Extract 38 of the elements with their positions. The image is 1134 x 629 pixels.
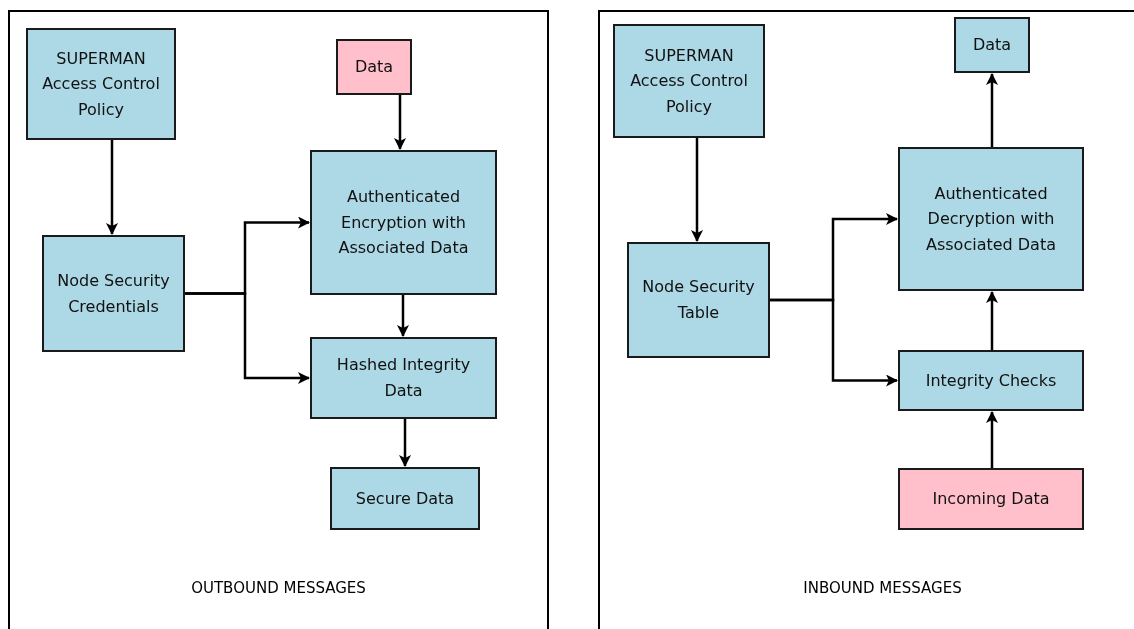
process-box bbox=[336, 39, 412, 95]
arrow bbox=[106, 140, 118, 235]
panel-title: INBOUND MESSAGES bbox=[802, 579, 963, 597]
process-box bbox=[310, 337, 497, 419]
process-box bbox=[627, 242, 770, 358]
box-label: Node Security Credentials bbox=[56, 269, 171, 318]
process-box bbox=[26, 28, 176, 140]
box-label: Data bbox=[354, 56, 394, 79]
box-label: Data bbox=[972, 34, 1012, 57]
box-label: SUPERMAN Access Control Policy bbox=[629, 44, 749, 118]
arrow bbox=[986, 291, 998, 350]
process-box bbox=[954, 17, 1030, 73]
process-box bbox=[310, 150, 497, 295]
box-label: Node Security Table bbox=[641, 276, 756, 324]
panel-frame bbox=[598, 10, 1134, 629]
arrow bbox=[185, 292, 310, 384]
process-box bbox=[330, 467, 480, 530]
arrow bbox=[986, 411, 998, 468]
process-box bbox=[898, 147, 1084, 291]
box-label: Authenticated Decryption with Associated Data bbox=[925, 182, 1057, 256]
process-box bbox=[898, 468, 1084, 530]
process-box bbox=[898, 350, 1084, 411]
process-box bbox=[613, 24, 765, 138]
box-label: Incoming Data bbox=[932, 488, 1050, 511]
arrow bbox=[394, 95, 406, 150]
arrow bbox=[691, 138, 703, 242]
box-label: SUPERMAN Access Control Policy bbox=[41, 47, 161, 121]
box-label: Authenticated Encryption with Associated Data bbox=[337, 186, 470, 260]
arrow bbox=[986, 73, 998, 147]
arrow bbox=[770, 298, 898, 387]
box-label: Hashed Integrity Data bbox=[335, 354, 472, 402]
arrow bbox=[399, 419, 411, 467]
process-box bbox=[42, 235, 185, 352]
box-label: Integrity Checks bbox=[925, 369, 1057, 392]
arrow bbox=[397, 295, 409, 337]
box-label: Secure Data bbox=[355, 487, 455, 510]
panel-title: OUTBOUND MESSAGES bbox=[190, 579, 367, 597]
panel-frame bbox=[8, 10, 549, 629]
